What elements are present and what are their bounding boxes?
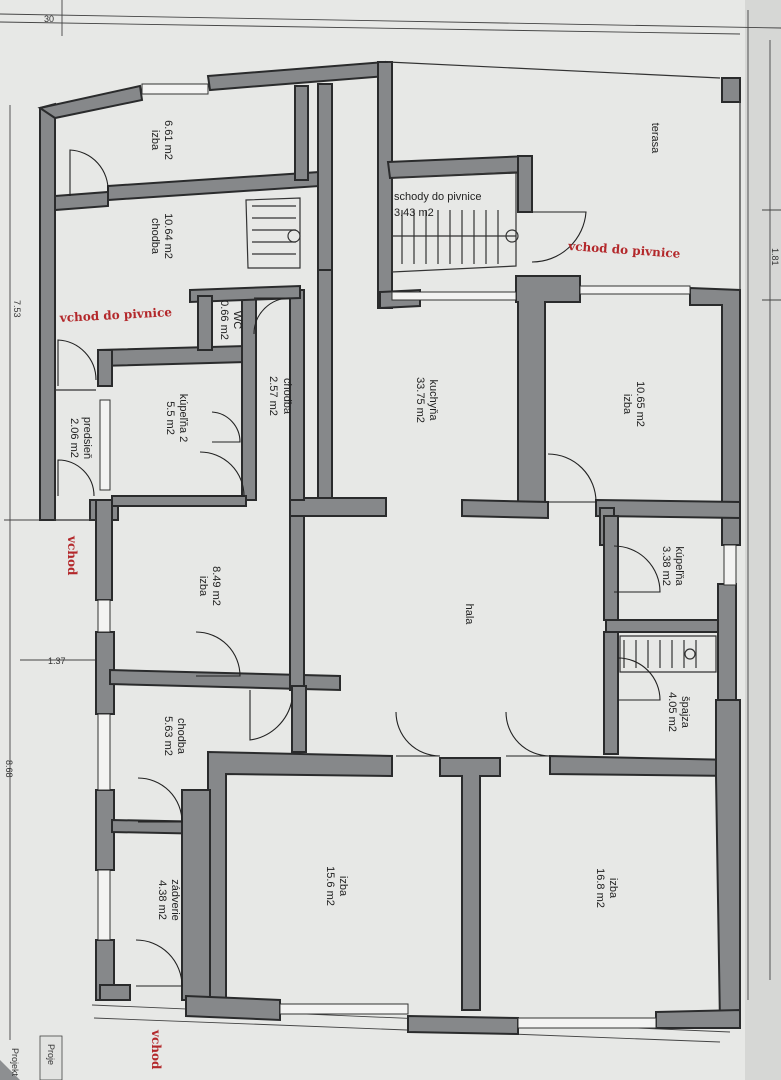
windows [97,83,737,1029]
room-name-kupelna: kúpeľňa [673,546,685,586]
room-name-zadverie: zádverie [169,879,181,921]
room-area-chodba2: 2.57 m2 [267,376,279,416]
room-area-schody: 3.43 m2 [394,207,434,219]
room-area-kupelna: 3.38 m2 [660,546,672,586]
room-name-wc: WC [231,311,243,329]
dim-top-30: 30 [44,14,54,24]
room-area-wc: 0.66 m2 [218,300,230,340]
room-area-izba4: 15.6 m2 [324,866,336,906]
room-name-chodba1: chodba [149,218,161,255]
dimension-labels: 30 7.53 1.37 8.68 1.81 [4,14,780,778]
paper-shadow [745,0,781,1080]
room-area-izba5: 16.8 m2 [594,868,606,908]
room-area-kupelna2: 5.5 m2 [164,401,176,435]
label-vchod-bottom: vchod [149,1029,163,1070]
walls [37,60,741,1036]
label-vchod-do-pivnice-left: vchod do pivnice [58,305,172,325]
room-name-spajza: špajza [679,696,691,729]
room-area-predsien: 2.06 m2 [68,418,80,458]
room-area-izba1: 6.61 m2 [162,120,174,160]
room-name-izba1: izba [149,130,161,151]
dim-left-137: 1.37 [48,656,66,666]
room-area-chodba3: 5.63 m2 [162,716,174,756]
room-name-kupelna2: kúpeľňa 2 [177,394,189,442]
room-name-izba3: izba [197,576,209,597]
entrance-annotations: vchod do pivnice vchod do pivnice vchod … [58,239,681,1070]
room-area-zadverie: 4.38 m2 [156,880,168,920]
room-area-izba2: 10.65 m2 [634,381,646,427]
room-name-kuchyna: kuchyňa [427,380,439,422]
room-area-izba3: 8.49 m2 [210,566,222,606]
doors [57,149,661,987]
titleblock-line1: Proje [46,1044,56,1065]
room-name-hala: hala [463,604,475,626]
room-name-izba5: izba [607,878,619,899]
label-vchod-left: vchod [65,535,79,576]
room-labels: izba 6.61 m2 chodba 10.64 m2 WC 0.66 m2 … [68,120,691,921]
room-area-kuchyna: 33.75 m2 [414,377,426,423]
dim-left-868: 8.68 [4,760,14,778]
room-area-spajza: 4.05 m2 [666,692,678,732]
titleblock-line2: Projekt [10,1048,20,1077]
stairs-to-cellar [252,205,697,668]
room-name-predsien: predsieň [81,417,93,459]
room-name-schody: schody do pivnice [394,191,481,203]
room-name-izba4: izba [337,876,349,897]
room-name-izba2: izba [621,394,633,415]
room-name-terasa: terasa [649,123,661,154]
room-area-chodba1: 10.64 m2 [162,213,174,259]
room-name-chodba2: chodba [281,378,293,415]
title-block: Proje Projekt [10,1035,63,1080]
dim-left-753: 7.53 [12,300,22,318]
room-name-chodba3: chodba [175,718,187,755]
dim-right-181: 1.81 [770,248,780,266]
interior-lines [54,61,741,673]
